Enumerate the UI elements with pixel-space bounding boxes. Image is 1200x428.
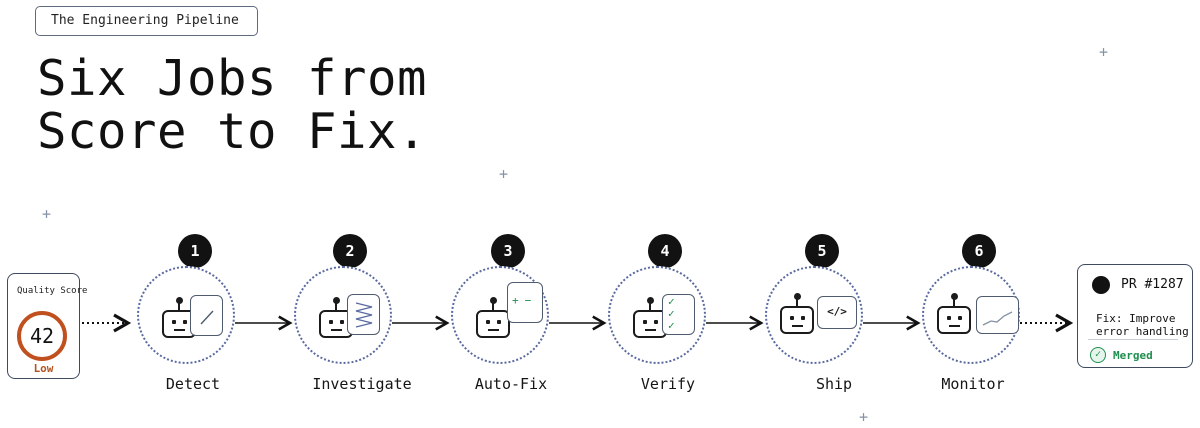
pr-divider — [1088, 339, 1178, 340]
pr-title: Fix: Improve error handling — [1096, 312, 1189, 338]
quality-score-value: 42 — [29, 324, 55, 348]
quality-score-card: Quality Score 42 Low — [7, 273, 87, 379]
step-label-ship: Ship — [815, 375, 853, 393]
step-node-detect — [137, 266, 235, 364]
step-number-5: 5 — [805, 234, 839, 268]
pull-request-card[interactable]: PR #1287 Fix: Improve error handling ✓ M… — [1077, 264, 1193, 368]
quality-score-ring: 42 — [17, 311, 67, 361]
checklist-icon: ✓ ✓ ✓ — [662, 294, 695, 335]
step-number-4: 4 — [648, 234, 682, 268]
pr-status: Merged — [1113, 349, 1153, 362]
step-number-2: 2 — [333, 234, 367, 268]
zigzag-trace-icon — [347, 294, 380, 335]
step-node-auto-fix: +− — [451, 266, 549, 364]
step-label-investigate: Investigate — [312, 375, 412, 393]
robot-icon — [780, 293, 814, 334]
step-node-monitor — [922, 266, 1020, 364]
robot-icon — [476, 297, 510, 338]
pipeline-tag: The Engineering Pipeline — [35, 6, 258, 36]
step-node-investigate — [294, 266, 392, 364]
line-graph-icon — [976, 296, 1019, 334]
merged-check-icon: ✓ — [1090, 347, 1106, 363]
quality-score-level: Low — [33, 362, 54, 375]
sparkle-icon: + — [1099, 43, 1109, 61]
step-node-verify: ✓ ✓ ✓ — [608, 266, 706, 364]
quality-score-title: Quality Score — [17, 286, 88, 296]
plus-minus-diff-icon: +− — [507, 282, 543, 323]
step-label-verify: Verify — [640, 375, 696, 393]
code-icon: </> — [817, 296, 857, 329]
robot-icon — [633, 297, 667, 338]
sparkle-icon: + — [859, 408, 869, 426]
sparkle-icon: + — [499, 165, 509, 183]
sparkle-icon: + — [42, 205, 52, 223]
step-node-ship: </> — [765, 266, 863, 364]
pr-avatar — [1092, 276, 1110, 294]
step-label-auto-fix: Auto-Fix — [474, 375, 548, 393]
step-number-3: 3 — [491, 234, 525, 268]
pr-number: PR #1287 — [1121, 277, 1184, 292]
step-number-6: 6 — [962, 234, 996, 268]
robot-icon — [937, 293, 971, 334]
trend-line-icon — [190, 295, 223, 336]
page-title: Six Jobs from Score to Fix. — [37, 50, 428, 160]
step-number-1: 1 — [178, 234, 212, 268]
step-label-monitor: Monitor — [941, 375, 1005, 393]
step-label-detect: Detect — [165, 375, 221, 393]
